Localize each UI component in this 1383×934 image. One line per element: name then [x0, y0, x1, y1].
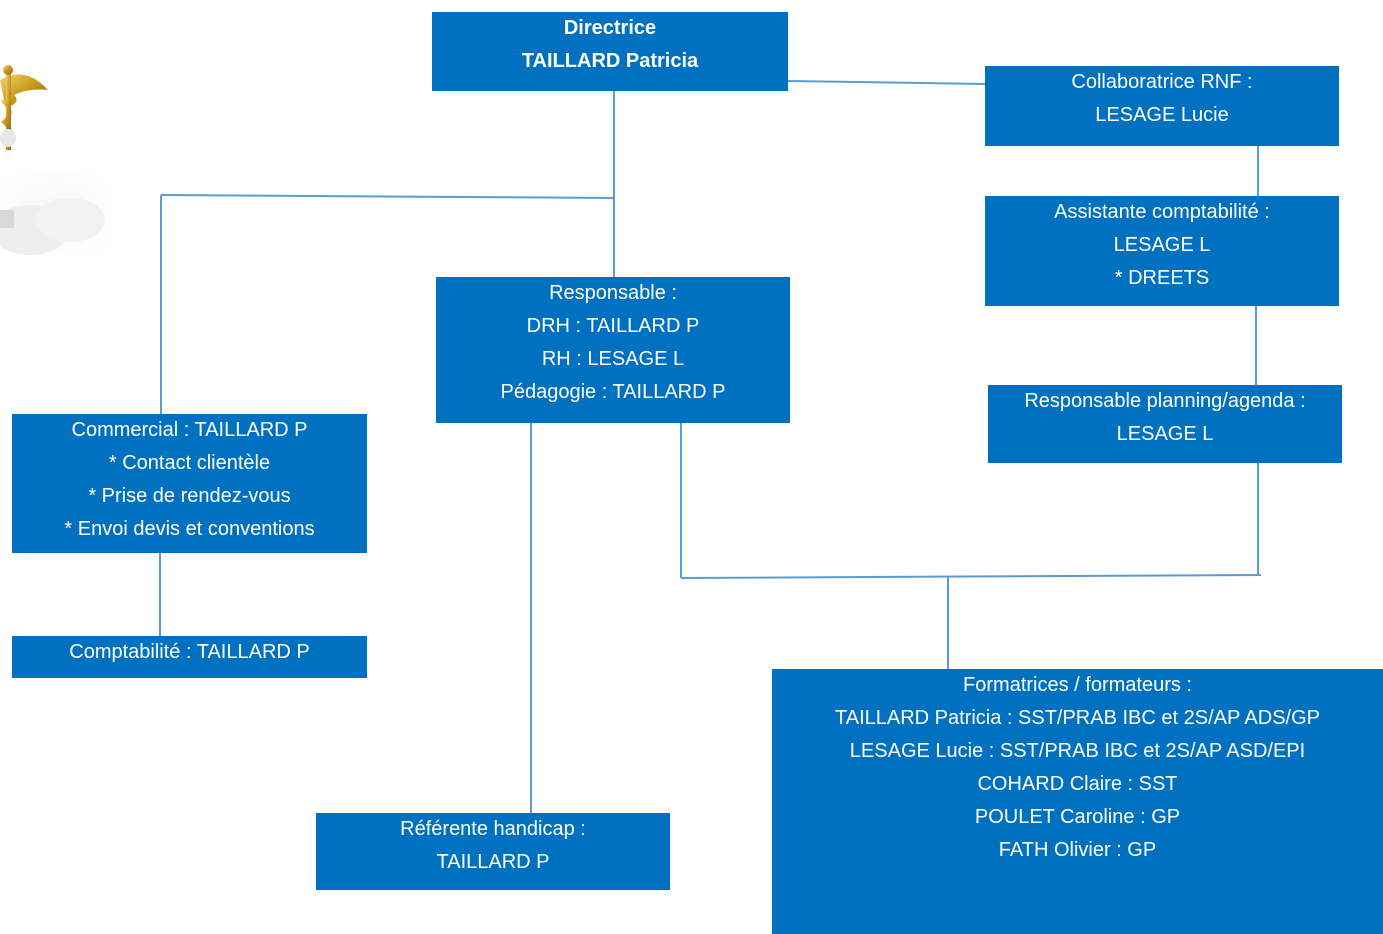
- connector-branch-commercial: [160, 194, 615, 199]
- referente-title: Référente handicap :: [400, 818, 586, 840]
- formateurs-title: Formatrices / formateurs :: [963, 674, 1192, 696]
- collaboratrice-title: Collaboratrice RNF :: [1071, 71, 1253, 93]
- responsable-pedagogie: Pédagogie : TAILLARD P: [500, 381, 726, 403]
- responsable-title: Responsable :: [549, 282, 677, 304]
- box-commercial: Commercial : TAILLARD P * Contact client…: [12, 414, 367, 553]
- assistante-title: Assistante comptabilité :: [1054, 201, 1270, 223]
- commercial-task-rdv: * Prise de rendez-vous: [88, 485, 291, 507]
- assistante-task: * DREETS: [1114, 267, 1210, 289]
- formateur-taillard: TAILLARD Patricia : SST/PRAB IBC et 2S/A…: [835, 707, 1320, 729]
- commercial-task-contact: * Contact clientèle: [108, 452, 271, 474]
- caduceus-icon: [0, 65, 112, 256]
- box-directrice: Directrice TAILLARD Patricia: [432, 12, 788, 91]
- box-comptabilite: Comptabilité : TAILLARD P: [12, 636, 367, 678]
- responsable-drh: DRH : TAILLARD P: [526, 315, 700, 337]
- connector-bus: [680, 574, 1262, 579]
- directrice-name: TAILLARD Patricia: [521, 50, 699, 72]
- responsable-rh: RH : LESAGE L: [541, 348, 685, 370]
- referente-name: TAILLARD P: [436, 851, 550, 873]
- planning-title: Responsable planning/agenda :: [1024, 390, 1306, 412]
- formateur-poulet: POULET Caroline : GP: [974, 806, 1181, 828]
- commercial-title: Commercial : TAILLARD P: [71, 419, 308, 441]
- box-assistante-comptabilite: Assistante comptabilité : LESAGE L * DRE…: [985, 196, 1339, 306]
- planning-name: LESAGE L: [1116, 423, 1214, 445]
- formateur-cohard: COHARD Claire : SST: [977, 773, 1178, 795]
- collaboratrice-name: LESAGE Lucie: [1095, 104, 1229, 126]
- box-formateurs: Formatrices / formateurs : TAILLARD Patr…: [772, 669, 1383, 934]
- formateur-lesage: LESAGE Lucie : SST/PRAB IBC et 2S/AP ASD…: [849, 740, 1306, 762]
- box-collaboratrice: Collaboratrice RNF : LESAGE Lucie: [985, 66, 1339, 146]
- box-referente-handicap: Référente handicap : TAILLARD P: [316, 813, 670, 890]
- box-responsable: Responsable : DRH : TAILLARD P RH : LESA…: [436, 277, 790, 423]
- comptabilite-title: Comptabilité : TAILLARD P: [69, 641, 310, 663]
- commercial-task-devis: * Envoi devis et conventions: [64, 518, 315, 540]
- formateur-fath: FATH Olivier : GP: [998, 839, 1157, 861]
- directrice-title: Directrice: [563, 17, 657, 39]
- assistante-name: LESAGE L: [1113, 234, 1211, 256]
- box-planning: Responsable planning/agenda : LESAGE L: [988, 385, 1342, 463]
- connector-directrice-collaboratrice: [787, 80, 986, 85]
